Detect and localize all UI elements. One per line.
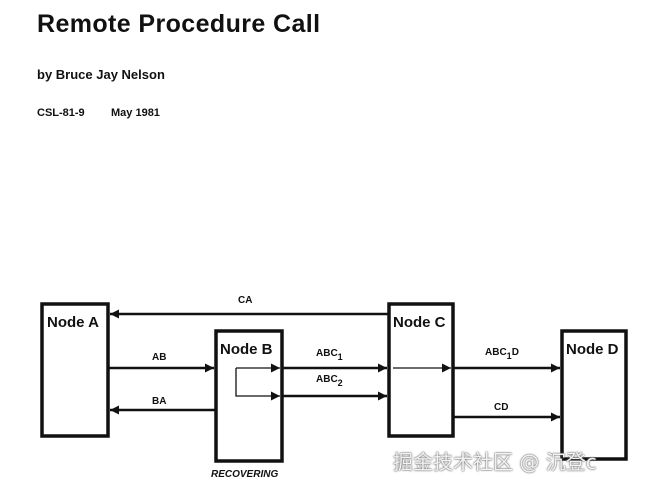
edge-abc2-label: ABC2 bbox=[316, 374, 343, 388]
node-d-box bbox=[560, 329, 628, 461]
edge-abc1-label: ABC1 bbox=[316, 348, 343, 362]
paper-title: Remote Procedure Call bbox=[37, 10, 321, 38]
author-line: by Bruce Jay Nelson bbox=[37, 67, 165, 82]
node-a-box bbox=[40, 302, 110, 438]
edge-ba-label: BA bbox=[152, 396, 166, 407]
edge-ca-label: CA bbox=[238, 295, 252, 306]
node-a-label: Node A bbox=[47, 314, 99, 331]
watermark-text: 掘金技术社区 @ 沉登c bbox=[393, 450, 597, 474]
edge-abc1d-label: ABC1D bbox=[485, 347, 519, 361]
edge-ab-label: AB bbox=[152, 352, 166, 363]
node-d-label: Node D bbox=[566, 341, 619, 358]
edge-internal-b2-arrow bbox=[235, 368, 280, 401]
report-date: May 1981 bbox=[111, 107, 160, 119]
edge-cd-label: CD bbox=[494, 402, 508, 413]
report-number: CSL-81-9 bbox=[37, 107, 85, 119]
node-b-label: Node B bbox=[220, 341, 273, 358]
node-c-label: Node C bbox=[393, 314, 446, 331]
node-b-status: RECOVERING bbox=[211, 469, 278, 480]
